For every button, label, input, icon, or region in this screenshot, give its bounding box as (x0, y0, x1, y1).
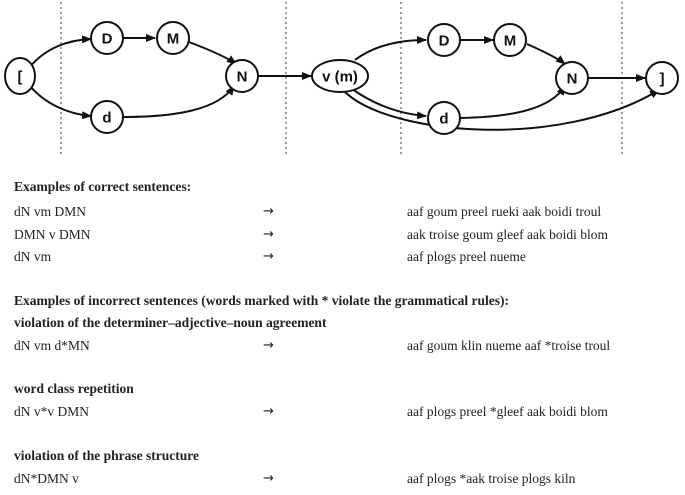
arrow-icon: → (263, 204, 274, 219)
correct-sentence-2: aak troise goum gleef aak boidi blom (407, 227, 608, 242)
node-M1-label: M (167, 31, 180, 48)
edge-d-N (122, 85, 235, 118)
node-D1 (90, 21, 124, 55)
correct-sentence-3: aaf plogs preel nueme (407, 249, 526, 264)
node-vm (311, 59, 369, 93)
arrow-icon: → (263, 249, 274, 264)
edge-M-N-2 (526, 43, 566, 65)
node-end-label: ] (660, 71, 665, 88)
incorrect-pattern-1: dN vm d*MN (14, 338, 90, 353)
grammar-state-diagram: [ D M d N v (m) D M d N ] (4, 2, 679, 155)
node-N1 (225, 59, 259, 93)
node-M1 (156, 21, 190, 55)
incorrect-group-title-2: word class repetition (14, 381, 134, 396)
node-d1 (90, 100, 124, 134)
correct-pattern-3: dN vm (14, 249, 52, 264)
incorrect-pattern-3: dN*DMN v (14, 471, 79, 486)
node-D2-label: D (439, 33, 450, 50)
node-vm-label: v (m) (322, 69, 358, 86)
arrow-icon: → (263, 227, 274, 242)
node-start-label: [ (18, 69, 23, 86)
node-N1-label: N (237, 69, 248, 86)
edge-start-d (28, 84, 92, 120)
edge-vm-D (354, 36, 427, 61)
node-end (645, 61, 679, 95)
arrow-icon: → (263, 404, 274, 419)
node-M2 (493, 23, 527, 57)
correct-sentence-1: aaf goum preel rueki aak boidi troul (407, 204, 602, 219)
incorrect-sentence-2: aaf plogs preel *gleef aak boidi blom (407, 404, 608, 419)
correct-heading: Examples of correct sentences: (14, 179, 192, 194)
incorrect-group-title-1: violation of the determiner–adjective–no… (14, 315, 327, 330)
edge-vm-end (344, 89, 660, 131)
edge-vm-d (351, 88, 427, 120)
node-d2-label: d (439, 111, 448, 128)
node-d2 (427, 101, 461, 135)
incorrect-heading: Examples of incorrect sentences (words m… (14, 293, 510, 308)
correct-pattern-2: DMN v DMN (14, 227, 91, 242)
incorrect-sentence-1: aaf goum klin nueme aaf *troise troul (407, 338, 611, 353)
edge-M-N (188, 41, 237, 65)
node-N2 (555, 61, 589, 95)
edge-d-N-2 (459, 85, 566, 119)
edge-start-D (28, 35, 92, 69)
node-D2 (427, 23, 461, 57)
arrow-icon: → (263, 338, 274, 353)
incorrect-sentence-3: aaf plogs *aak troise plogs kiln (407, 471, 576, 486)
incorrect-pattern-2: dN v*v DMN (14, 404, 90, 419)
node-N2-label: N (567, 71, 578, 88)
node-d1-label: d (102, 110, 111, 127)
node-M2-label: M (504, 33, 517, 50)
arrow-icon: → (263, 471, 274, 486)
node-D1-label: D (102, 31, 113, 48)
incorrect-group-title-3: violation of the phrase structure (14, 448, 199, 463)
correct-pattern-1: dN vm DMN (14, 204, 87, 219)
node-start (4, 57, 36, 95)
